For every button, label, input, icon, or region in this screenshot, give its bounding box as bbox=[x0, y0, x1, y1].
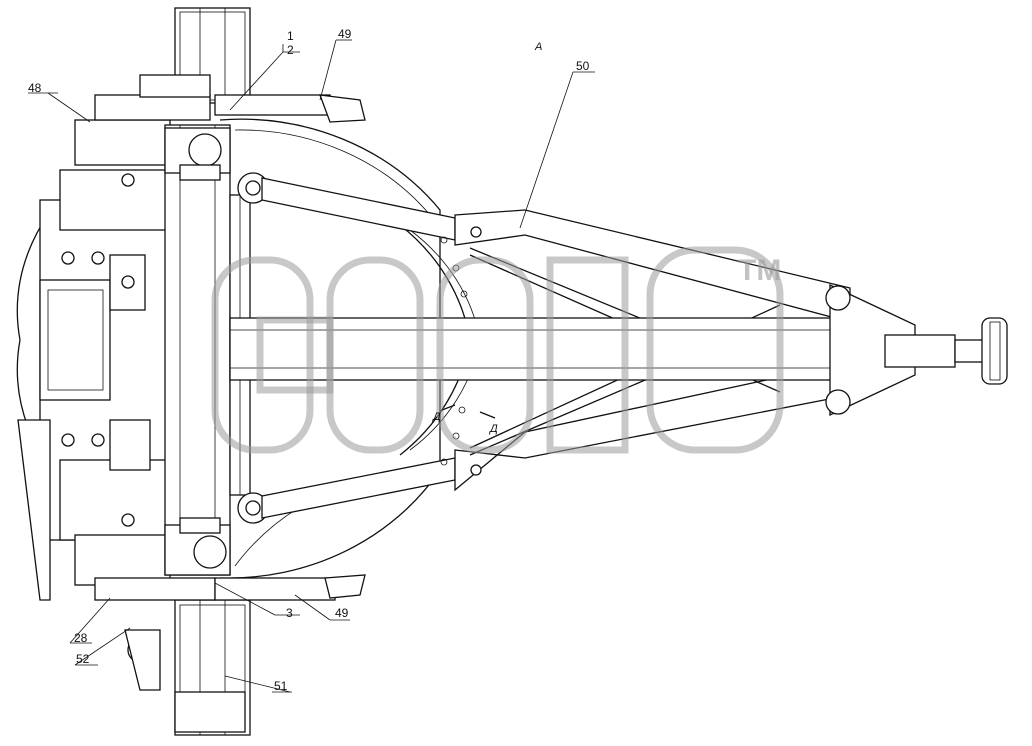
view-label: А bbox=[534, 41, 542, 53]
bottom-hinge bbox=[94, 492, 366, 691]
top-hinge bbox=[94, 74, 366, 204]
leader-lines bbox=[28, 39, 595, 693]
drawbar-arms bbox=[229, 177, 1008, 519]
callout-52: 52 bbox=[76, 652, 90, 666]
section-mark-right: Д bbox=[488, 423, 498, 435]
callout-49-bottom: 49 bbox=[335, 606, 349, 620]
callout-28: 28 bbox=[74, 631, 88, 645]
callout-3: 3 bbox=[286, 606, 293, 620]
watermark: TM bbox=[211, 246, 784, 454]
section-mark-left: Д bbox=[431, 411, 441, 423]
callout-48: 48 bbox=[28, 81, 42, 95]
section-marks: Д Д bbox=[431, 404, 498, 435]
callout-49-top: 49 bbox=[338, 27, 352, 41]
callout-51: 51 bbox=[274, 679, 288, 693]
callout-1: 1 bbox=[287, 29, 294, 43]
center-beam bbox=[164, 124, 251, 576]
vertical-frame bbox=[174, 7, 251, 736]
left-housing bbox=[16, 119, 171, 601]
watermark-trademark: TM bbox=[738, 254, 781, 287]
callout-50: 50 bbox=[576, 59, 590, 73]
callout-2: 2 bbox=[287, 43, 294, 57]
